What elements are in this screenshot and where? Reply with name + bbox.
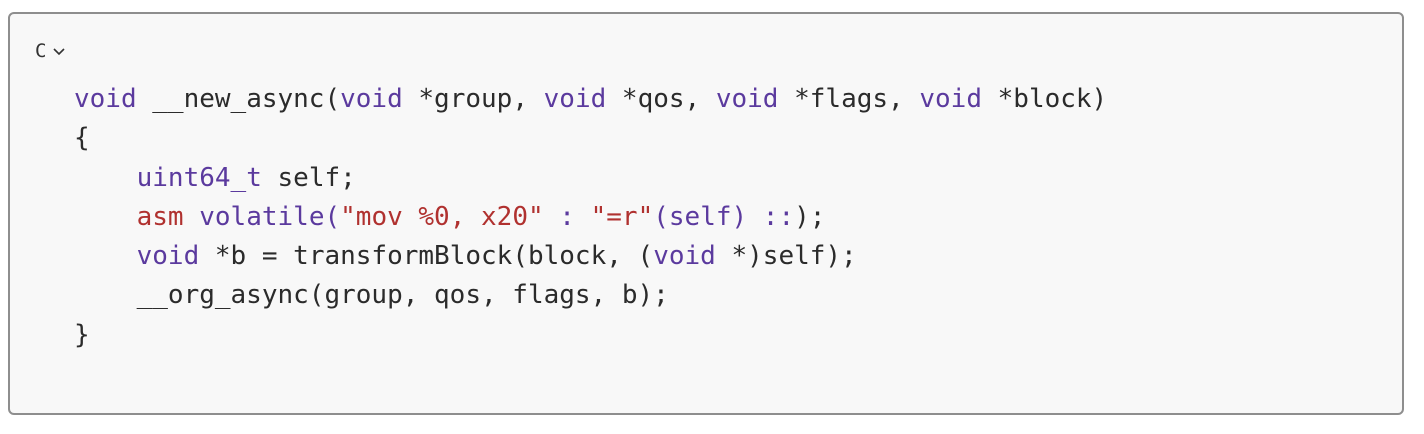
code-line: void *b = transformBlock(block, (void *)…	[74, 237, 1107, 276]
code-line: }	[74, 316, 1107, 355]
code-line: asm volatile("mov %0, x20" : "=r"(self) …	[74, 198, 1107, 237]
code-token: void	[543, 84, 607, 114]
code-token	[74, 202, 137, 232]
code-token: void	[136, 241, 200, 272]
code-token: *b = transformBlock(block, (	[199, 241, 654, 272]
code-token: __org_async(group, qos, flags, b);	[74, 280, 669, 311]
code-token: void	[340, 84, 403, 114]
code-token: uint64_t	[136, 162, 262, 193]
language-selector[interactable]: C	[35, 39, 66, 63]
code-token: void	[74, 84, 137, 114]
code-block-card: C void __new_async(void *group, void *qo…	[8, 12, 1404, 415]
code-token: (	[324, 201, 341, 232]
code-token	[184, 202, 200, 232]
code-token: void	[919, 84, 982, 114]
code-token: "mov %0, x20"	[340, 201, 544, 232]
code-line: uint64_t self;	[74, 159, 1107, 198]
code-token: void	[715, 84, 779, 114]
code-token: self;	[261, 162, 356, 193]
code-token: );	[794, 201, 826, 232]
code-token: *flags,	[778, 84, 920, 114]
code-line: __org_async(group, qos, flags, b);	[74, 276, 1107, 315]
code-token: *)self);	[715, 241, 857, 272]
code-token: volatile	[199, 201, 325, 232]
code-token: *group,	[402, 84, 544, 114]
code-token: *block)	[981, 84, 1108, 114]
code-line: {	[74, 119, 1107, 158]
code-token: {	[74, 123, 90, 154]
code-token: "=r"	[590, 201, 654, 232]
code-token: :	[543, 201, 591, 232]
code-token: void	[653, 241, 716, 272]
code-token: asm	[136, 201, 184, 232]
code-token: (self) ::	[653, 201, 795, 232]
code-token	[74, 241, 137, 271]
code-token: *qos,	[606, 84, 716, 114]
code-token: __new_async(	[136, 84, 341, 114]
chevron-down-icon	[53, 48, 66, 56]
code-token	[74, 163, 137, 193]
code-line: void __new_async(void *group, void *qos,…	[74, 80, 1107, 119]
code-token: }	[74, 319, 90, 350]
code-content: void __new_async(void *group, void *qos,…	[74, 80, 1107, 355]
language-label: C	[35, 40, 47, 62]
